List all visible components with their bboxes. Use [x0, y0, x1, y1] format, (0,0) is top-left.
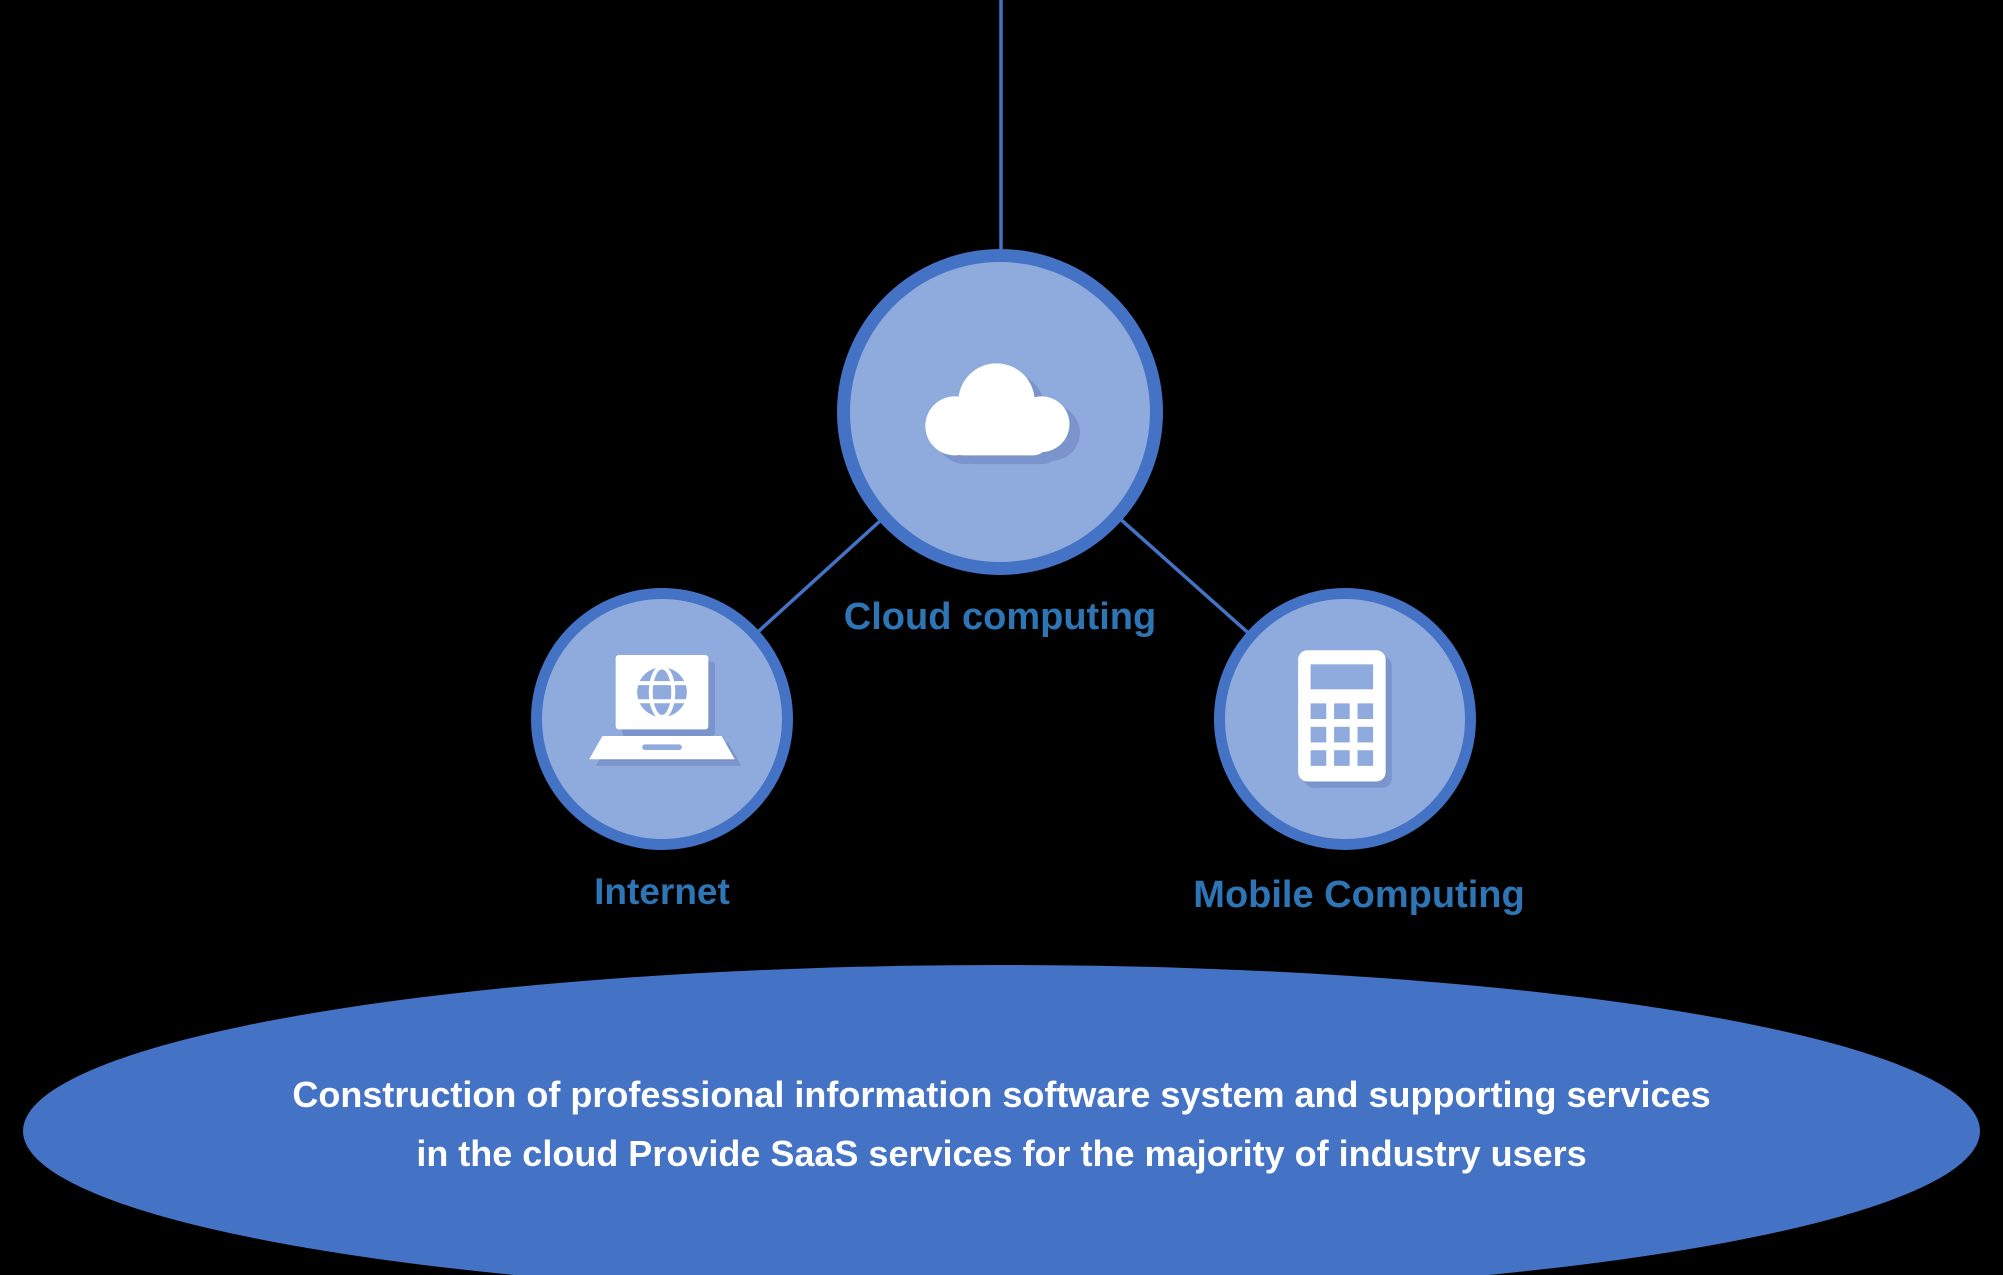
- banner-ellipse: Construction of professional information…: [23, 965, 1980, 1275]
- node-cloud-computing: [837, 249, 1163, 575]
- banner-text: Construction of professional information…: [23, 1065, 1980, 1183]
- calculator-buttons: [1310, 703, 1374, 766]
- cloud-icon: [925, 363, 1080, 465]
- laptop-icon-shape: [589, 654, 735, 759]
- cloud-icon-shape: [925, 363, 1070, 456]
- globe-icon: [637, 666, 687, 717]
- calculator-icon-shape: [1298, 650, 1386, 782]
- laptop-globe-icon: [589, 654, 742, 766]
- calculator-screen: [1310, 664, 1374, 690]
- node-label-internet: Internet: [594, 871, 730, 912]
- banner-line-1: Construction of professional information…: [292, 1074, 1711, 1115]
- node-internet: [531, 588, 793, 850]
- node-mobile-computing: [1214, 588, 1476, 850]
- calculator-icon: [1298, 650, 1392, 788]
- node-label-cloud-computing: Cloud computing: [843, 596, 1157, 638]
- node-label-mobile-computing: Mobile Computing: [1193, 874, 1525, 916]
- banner-line-2: in the cloud Provide SaaS services for t…: [416, 1133, 1587, 1174]
